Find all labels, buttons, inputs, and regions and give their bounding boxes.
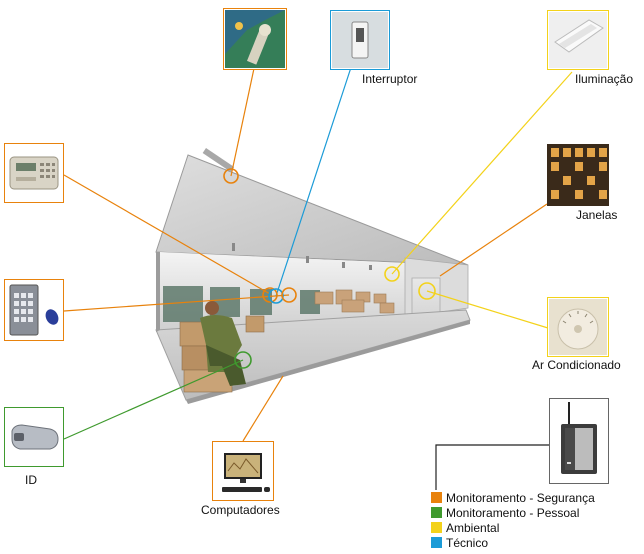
label-ar-condicionado: Ar Condicionado bbox=[532, 358, 621, 372]
id-card-reader-icon bbox=[11, 424, 59, 450]
legend-item-personal: Monitoramento - Pessoal bbox=[431, 505, 595, 520]
camera-thumbnail bbox=[223, 8, 287, 70]
legend-label: Técnico bbox=[446, 535, 489, 550]
connector-computer bbox=[242, 375, 284, 442]
legend-label: Ambiental bbox=[446, 520, 500, 535]
marker-alarm-keypad bbox=[262, 287, 278, 303]
computer-thumbnail bbox=[212, 441, 274, 501]
marker-id-reader bbox=[234, 351, 252, 369]
front-wall bbox=[156, 252, 160, 332]
marker-access-keypad bbox=[281, 287, 297, 303]
gateway-thumbnail bbox=[549, 398, 609, 484]
legend-swatch bbox=[431, 507, 442, 518]
legend-item-environmental: Ambiental bbox=[431, 520, 595, 535]
window-building-icon bbox=[547, 144, 609, 206]
connector-windows bbox=[439, 203, 548, 277]
marker-lighting bbox=[384, 266, 400, 282]
light-switch-icon bbox=[332, 12, 388, 68]
floor-edge bbox=[186, 320, 470, 404]
security-camera-icon bbox=[225, 10, 285, 68]
legend-swatch bbox=[431, 522, 442, 533]
marker-camera bbox=[223, 168, 239, 184]
access-keypad-thumbnail bbox=[4, 279, 64, 341]
thermostat-thumbnail bbox=[547, 297, 609, 357]
id-reader-thumbnail bbox=[4, 407, 64, 467]
connector-access-keypad bbox=[63, 294, 290, 312]
legend-label: Monitoramento - Segurança bbox=[446, 490, 595, 505]
worker-figure bbox=[179, 301, 265, 393]
marker-switch bbox=[268, 288, 284, 304]
legend-swatch bbox=[431, 537, 442, 548]
lighting-thumbnail bbox=[547, 10, 609, 70]
gateway-device-icon bbox=[561, 402, 597, 474]
windows-thumbnail bbox=[547, 144, 609, 206]
legend-swatch bbox=[431, 492, 442, 503]
connector-lighting bbox=[391, 71, 573, 275]
label-janelas: Janelas bbox=[576, 208, 618, 222]
legend-label: Monitoramento - Pessoal bbox=[446, 505, 580, 520]
legend: Monitoramento - Segurança Monitoramento … bbox=[431, 490, 595, 550]
connector-gateway bbox=[435, 444, 549, 490]
thermostat-icon bbox=[549, 299, 607, 355]
light-fixture-icon bbox=[549, 12, 607, 68]
access-keypad-icon bbox=[9, 284, 59, 336]
connector-switch bbox=[275, 39, 361, 297]
legend-item-security: Monitoramento - Segurança bbox=[431, 490, 595, 505]
legend-item-technical: Técnico bbox=[431, 535, 595, 550]
background-boxes bbox=[314, 289, 395, 314]
marker-thermostat bbox=[418, 282, 436, 300]
building-roof bbox=[155, 154, 469, 266]
connector-thermostat bbox=[426, 290, 549, 329]
ceiling-lights bbox=[232, 243, 372, 270]
connector-alarm-keypad bbox=[63, 174, 271, 295]
label-computadores: Computadores bbox=[201, 503, 280, 517]
roof-pipe bbox=[202, 148, 235, 172]
connector-id-reader bbox=[63, 359, 244, 440]
alarm-keypad-thumbnail bbox=[4, 143, 64, 203]
label-interruptor: Interruptor bbox=[362, 72, 418, 86]
label-id: ID bbox=[25, 473, 37, 487]
switch-thumbnail bbox=[330, 10, 390, 70]
alarm-keypad-icon bbox=[9, 156, 59, 190]
computer-icon bbox=[222, 453, 270, 492]
label-iluminacao: Iluminação bbox=[575, 72, 634, 86]
